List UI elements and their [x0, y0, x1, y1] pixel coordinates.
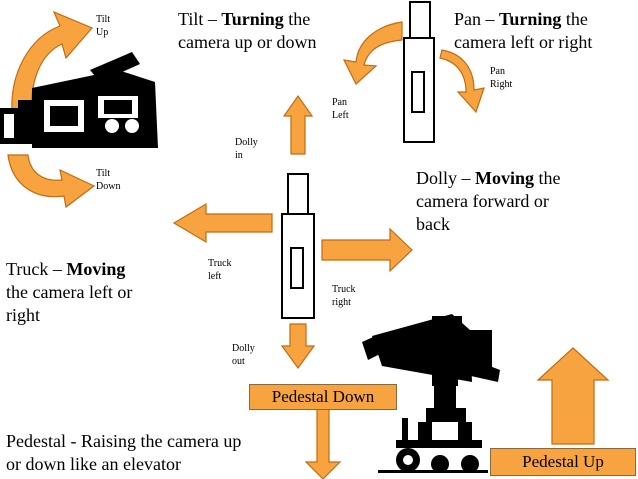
pan-right-arrow — [439, 49, 485, 114]
tilt-up-arrow — [11, 10, 93, 113]
dolly-title-lead: Dolly – — [416, 168, 476, 188]
tilt-down-arrow — [7, 154, 96, 209]
dolly-title-bold: Moving — [475, 168, 535, 188]
pan-title-line2: camera left or right — [454, 32, 593, 52]
dolly-in-arrow — [282, 94, 314, 155]
tilt-up-label-line2: Up — [96, 27, 109, 38]
truck-title-lead: Truck – — [6, 259, 67, 279]
dolly-out-arrow — [280, 323, 316, 370]
pedestal-title: Pedestal - Raising the camera up or down… — [6, 430, 241, 476]
dolly-out-label-line1: Dolly — [232, 343, 255, 354]
truck-left-label: Truck left — [208, 257, 232, 283]
truck-right-label-line1: Truck — [332, 284, 356, 295]
truck-left-arrow — [172, 202, 273, 244]
tilt-down-label-line2: Down — [96, 181, 121, 192]
tilt-down-label: Tilt Down — [96, 167, 120, 193]
pedestal-down-arrow — [304, 405, 342, 479]
truck-right-label: Truck right — [332, 283, 356, 309]
camera-center-icon — [281, 173, 315, 319]
camera-top-view-icon — [403, 1, 435, 143]
pedestal-title-line2: or down like an elevator — [6, 454, 181, 474]
truck-left-label-line2: left — [208, 271, 222, 282]
tilt-title-rest: the — [283, 9, 311, 29]
truck-left-label-line1: Truck — [208, 258, 232, 269]
pan-title-lead: Pan – — [454, 9, 499, 29]
pan-right-label: Pan Right — [490, 65, 512, 91]
pan-title-rest: the — [561, 9, 588, 29]
tilt-title-line2: camera up or down — [178, 32, 317, 52]
dolly-title: Dolly – Moving the camera forward or bac… — [416, 167, 561, 236]
camcorder-icon — [0, 52, 158, 148]
dolly-title-line2: camera forward or — [416, 191, 549, 211]
tilt-up-label-line1: Tilt — [96, 14, 111, 25]
pedestal-up-arrow — [536, 347, 610, 445]
dolly-in-label: Dolly in — [235, 136, 258, 162]
dolly-in-label-line2: in — [235, 150, 243, 161]
pan-title: Pan – Turning the camera left or right — [454, 8, 592, 54]
truck-right-label-line2: right — [332, 297, 351, 308]
pan-right-label-line1: Pan — [490, 66, 505, 77]
pedestal-title-line1: Pedestal - Raising the camera up — [6, 431, 242, 451]
dolly-out-label-line2: out — [232, 356, 245, 367]
tilt-title-lead: Tilt – — [178, 9, 222, 29]
pedestal-down-box: Pedestal Down — [249, 384, 397, 410]
dolly-in-label-line1: Dolly — [235, 137, 258, 148]
pan-left-arrow — [342, 21, 403, 85]
tilt-title: Tilt – Turning the camera up or down — [178, 8, 316, 54]
dolly-out-label: Dolly out — [232, 342, 255, 368]
pan-left-label: Pan Left — [332, 96, 349, 122]
pan-left-label-line1: Pan — [332, 97, 347, 108]
dolly-title-rest: the — [534, 168, 561, 188]
truck-title-line3: right — [6, 305, 40, 325]
truck-title-bold: Moving — [66, 259, 126, 279]
truck-title-line2: the camera left or — [6, 282, 133, 302]
dolly-title-line3: back — [416, 214, 450, 234]
pan-title-bold: Turning — [499, 9, 562, 29]
tilt-title-bold: Turning — [221, 9, 284, 29]
tilt-down-label-line1: Tilt — [96, 168, 111, 179]
truck-title: Truck – Moving the camera left or right — [6, 258, 132, 327]
truck-right-arrow — [321, 227, 413, 273]
pan-right-label-line2: Right — [490, 79, 513, 90]
studio-camera-icon — [362, 314, 500, 473]
pedestal-up-box: Pedestal Up — [490, 448, 636, 476]
pan-left-label-line2: Left — [332, 110, 349, 121]
tilt-up-label: Tilt Up — [96, 13, 110, 39]
